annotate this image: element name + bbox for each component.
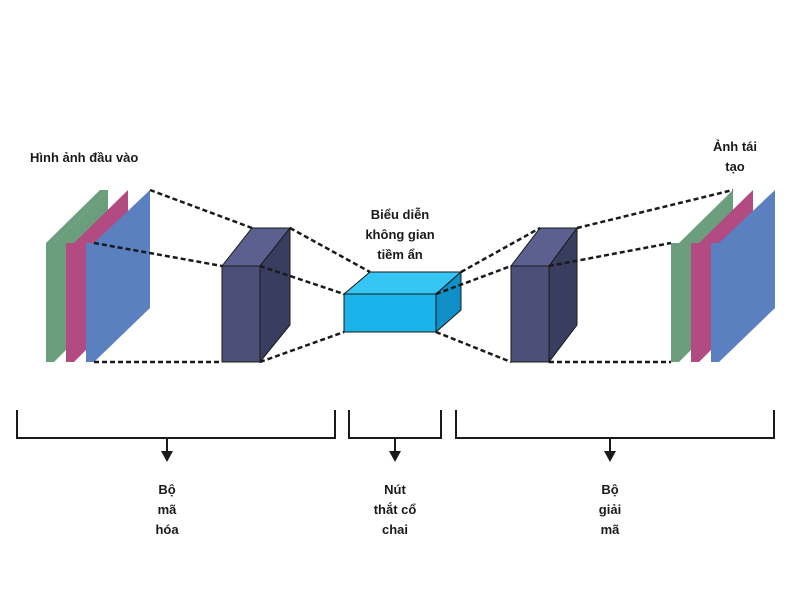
bracket-encoder (16, 410, 336, 439)
encoder-label: Bộ mã hóa (155, 482, 179, 537)
output-layer-blue-front (711, 243, 719, 362)
input-image-layers (46, 190, 150, 362)
connector-enc-mid (259, 264, 345, 296)
bottleneck-label: Nút thắt cổ chai (373, 482, 417, 537)
brackets (16, 410, 775, 439)
output-layer-pink-front (691, 243, 699, 362)
output-layer-blue-side (719, 190, 775, 362)
connector-input-mid (93, 241, 223, 268)
connector-input-top (149, 188, 253, 230)
latent-block (342, 270, 463, 334)
decoder-block (509, 226, 578, 364)
encoder-block-front (221, 265, 261, 363)
reconstructed-image-label: Ảnh tái tạo (712, 139, 758, 174)
connector-output-top (576, 188, 734, 230)
connector-enc-bottom (259, 330, 345, 364)
connector-dec-top (460, 226, 541, 274)
latent-block-front (343, 293, 437, 333)
encoder-block (220, 226, 292, 364)
connector-output-mid (548, 241, 672, 268)
input-layer-blue-front (86, 243, 94, 362)
latent-representation-label: Biểu diễn không gian tiềm ẩn (365, 207, 435, 262)
connector-dec-bottom (435, 330, 512, 364)
decoder-block-front (510, 265, 550, 363)
bracket-bottleneck (348, 410, 442, 439)
input-layer-pink-front (66, 243, 74, 362)
connector-lines (93, 188, 734, 364)
decoder-label: Bộ giải mã (598, 482, 622, 537)
output-layer-green-front (671, 243, 679, 362)
arrow-decoder-head (604, 451, 616, 462)
input-layer-green (46, 190, 108, 243)
arrow-encoder-head (161, 451, 173, 462)
connector-dec-mid (435, 264, 512, 296)
input-image-label: Hình ảnh đầu vào (30, 150, 139, 165)
output-image-layers (671, 190, 775, 362)
arrows (161, 438, 616, 462)
arrow-bottleneck-head (389, 451, 401, 462)
bracket-decoder (455, 410, 775, 439)
input-layer-green-front (46, 243, 54, 362)
connector-enc-top (289, 226, 371, 274)
input-layer-blue-side (94, 190, 150, 362)
